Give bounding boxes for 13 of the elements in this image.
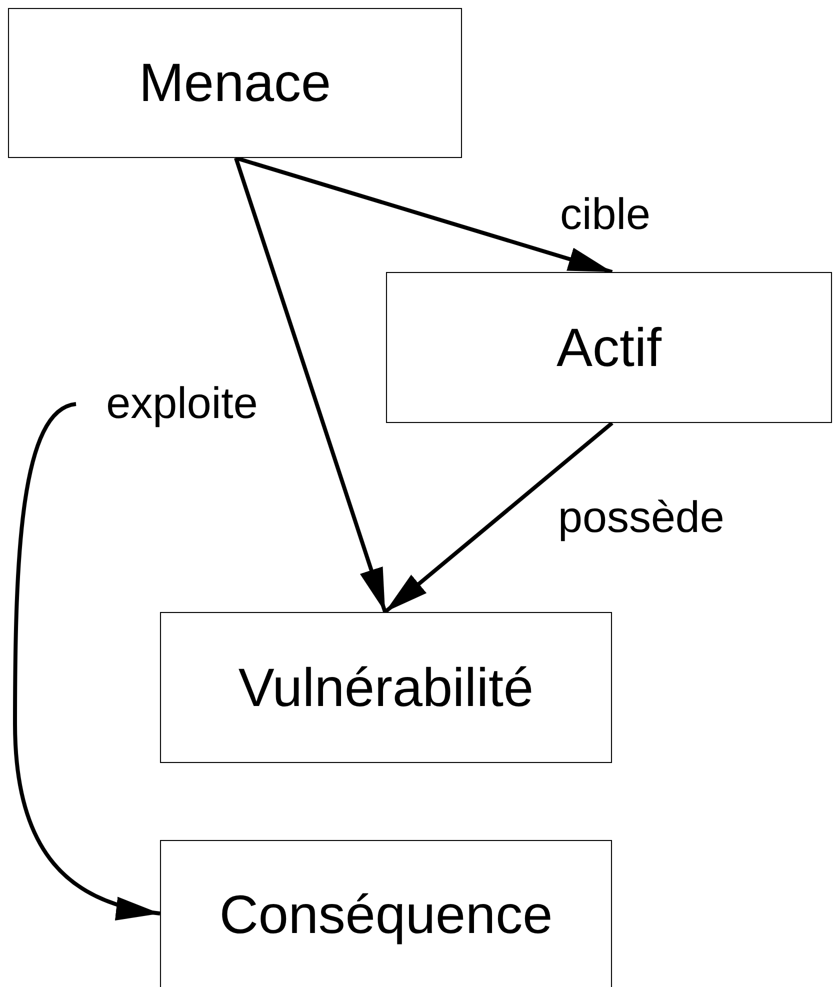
concept-box [160, 840, 612, 987]
concept-label: Vulnérabilité [238, 656, 534, 718]
concept-label: Conséquence [219, 884, 553, 946]
arrow [13, 402, 160, 919]
arrow [384, 421, 614, 614]
arrow [235, 156, 613, 274]
concept-label: Menace [138, 52, 332, 114]
concept-label: Actif [556, 316, 662, 378]
concept-box [160, 612, 612, 763]
concept-box [8, 8, 462, 158]
concept-box [386, 272, 832, 423]
arrow [234, 157, 387, 613]
relation-label: exploite [76, 378, 288, 430]
